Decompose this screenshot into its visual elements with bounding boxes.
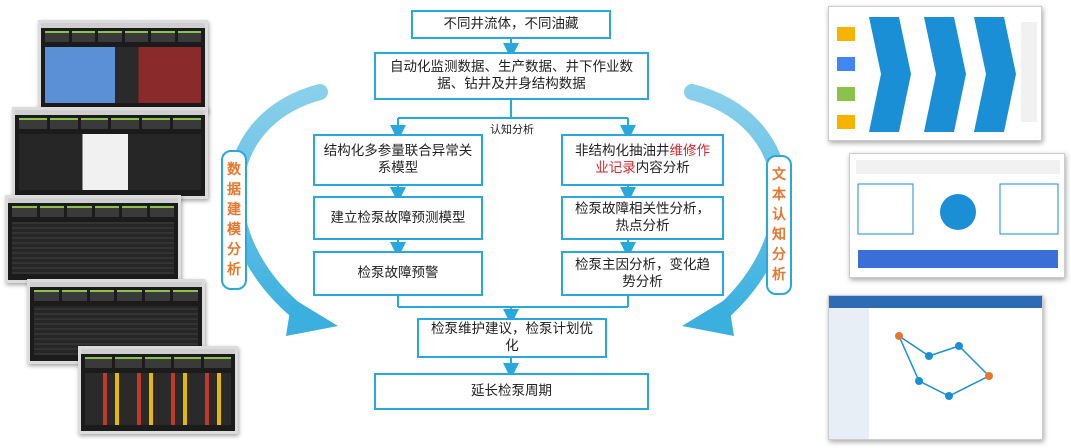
right-step-3-box: 检泵主因分析，变化趋势分析 <box>561 251 724 296</box>
data-sources-text: 自动化监测数据、生产数据、井下作业数据、钻井及井身结构数据 <box>390 59 633 92</box>
right-side-char: 知 <box>772 227 786 243</box>
graph-illustration <box>829 296 1042 439</box>
left-curved-arrow <box>227 84 328 326</box>
right-step-1-prefix: 非结构化抽油井 <box>575 143 670 159</box>
top-box: 不同井流体，不同油藏 <box>411 10 611 39</box>
left-side-char: 数 <box>227 162 241 178</box>
left-step-2-box: 建立检泵故障预测模型 <box>313 196 483 240</box>
left-step-3-text: 检泵故障预警 <box>357 265 439 281</box>
left-step-3-box: 检泵故障预警 <box>313 251 483 296</box>
watson-explorer-image <box>849 153 1065 278</box>
bottom-text: 延长检泵周期 <box>471 383 552 399</box>
right-step-1-highlight: 维修作业记录 <box>595 143 710 176</box>
right-step-2-box: 检泵故障相关性分析，热点分析 <box>561 196 724 240</box>
merge-box: 检泵维护建议，检泵计划优化 <box>417 318 607 358</box>
right-side-label: 文 本 认 知 分 析 <box>766 155 792 295</box>
watson-illustration <box>856 160 1060 268</box>
workflow-illustration <box>837 17 1037 132</box>
left-step-1-box: 结构化多参量联合异常关系模型 <box>313 134 483 186</box>
right-side-char: 认 <box>772 207 786 223</box>
right-step-1-box: 非结构化抽油井维修作业记录内容分析 <box>561 134 724 186</box>
dashboard-screenshot-1 <box>38 20 208 112</box>
left-side-char: 建 <box>227 202 241 218</box>
right-step-3-text: 检泵主因分析，变化趋势分析 <box>575 256 710 290</box>
merge-text: 检泵维护建议，检泵计划优化 <box>431 321 593 354</box>
bottom-box: 延长检泵周期 <box>374 373 649 410</box>
right-side-char: 文 <box>772 167 786 183</box>
left-side-char: 据 <box>227 182 241 198</box>
right-side-char: 析 <box>772 267 786 283</box>
right-curved-arrowhead <box>682 298 734 336</box>
left-curved-arrowhead <box>286 298 338 336</box>
dashboard-screenshot-5 <box>78 346 238 434</box>
left-side-char: 模 <box>227 222 241 238</box>
right-side-char: 本 <box>772 187 786 203</box>
split-label: 认知分析 <box>490 123 534 136</box>
right-step-1-suffix: 内容分析 <box>635 160 690 176</box>
data-sources-box: 自动化监测数据、生产数据、井下作业数据、钻井及井身结构数据 <box>374 52 649 100</box>
dashboard-screenshot-3 <box>5 195 181 283</box>
right-step-1-text: 非结构化抽油井维修作业记录内容分析 <box>569 143 716 177</box>
left-step-1-text: 结构化多参量联合异常关系模型 <box>323 143 473 176</box>
top-box-text: 不同井流体，不同油藏 <box>443 16 579 32</box>
dashboard-screenshot-2 <box>12 107 208 199</box>
left-step-2-text: 建立检泵故障预测模型 <box>330 209 466 226</box>
right-step-2-text: 检泵故障相关性分析，热点分析 <box>575 201 710 234</box>
left-side-char: 析 <box>227 262 241 278</box>
left-side-char: 分 <box>227 242 241 258</box>
left-side-label: 数 据 建 模 分 析 <box>221 150 247 290</box>
graph-explorer-image <box>828 295 1043 440</box>
text-analysis-workflow-image <box>828 6 1042 141</box>
right-side-char: 分 <box>772 247 786 263</box>
